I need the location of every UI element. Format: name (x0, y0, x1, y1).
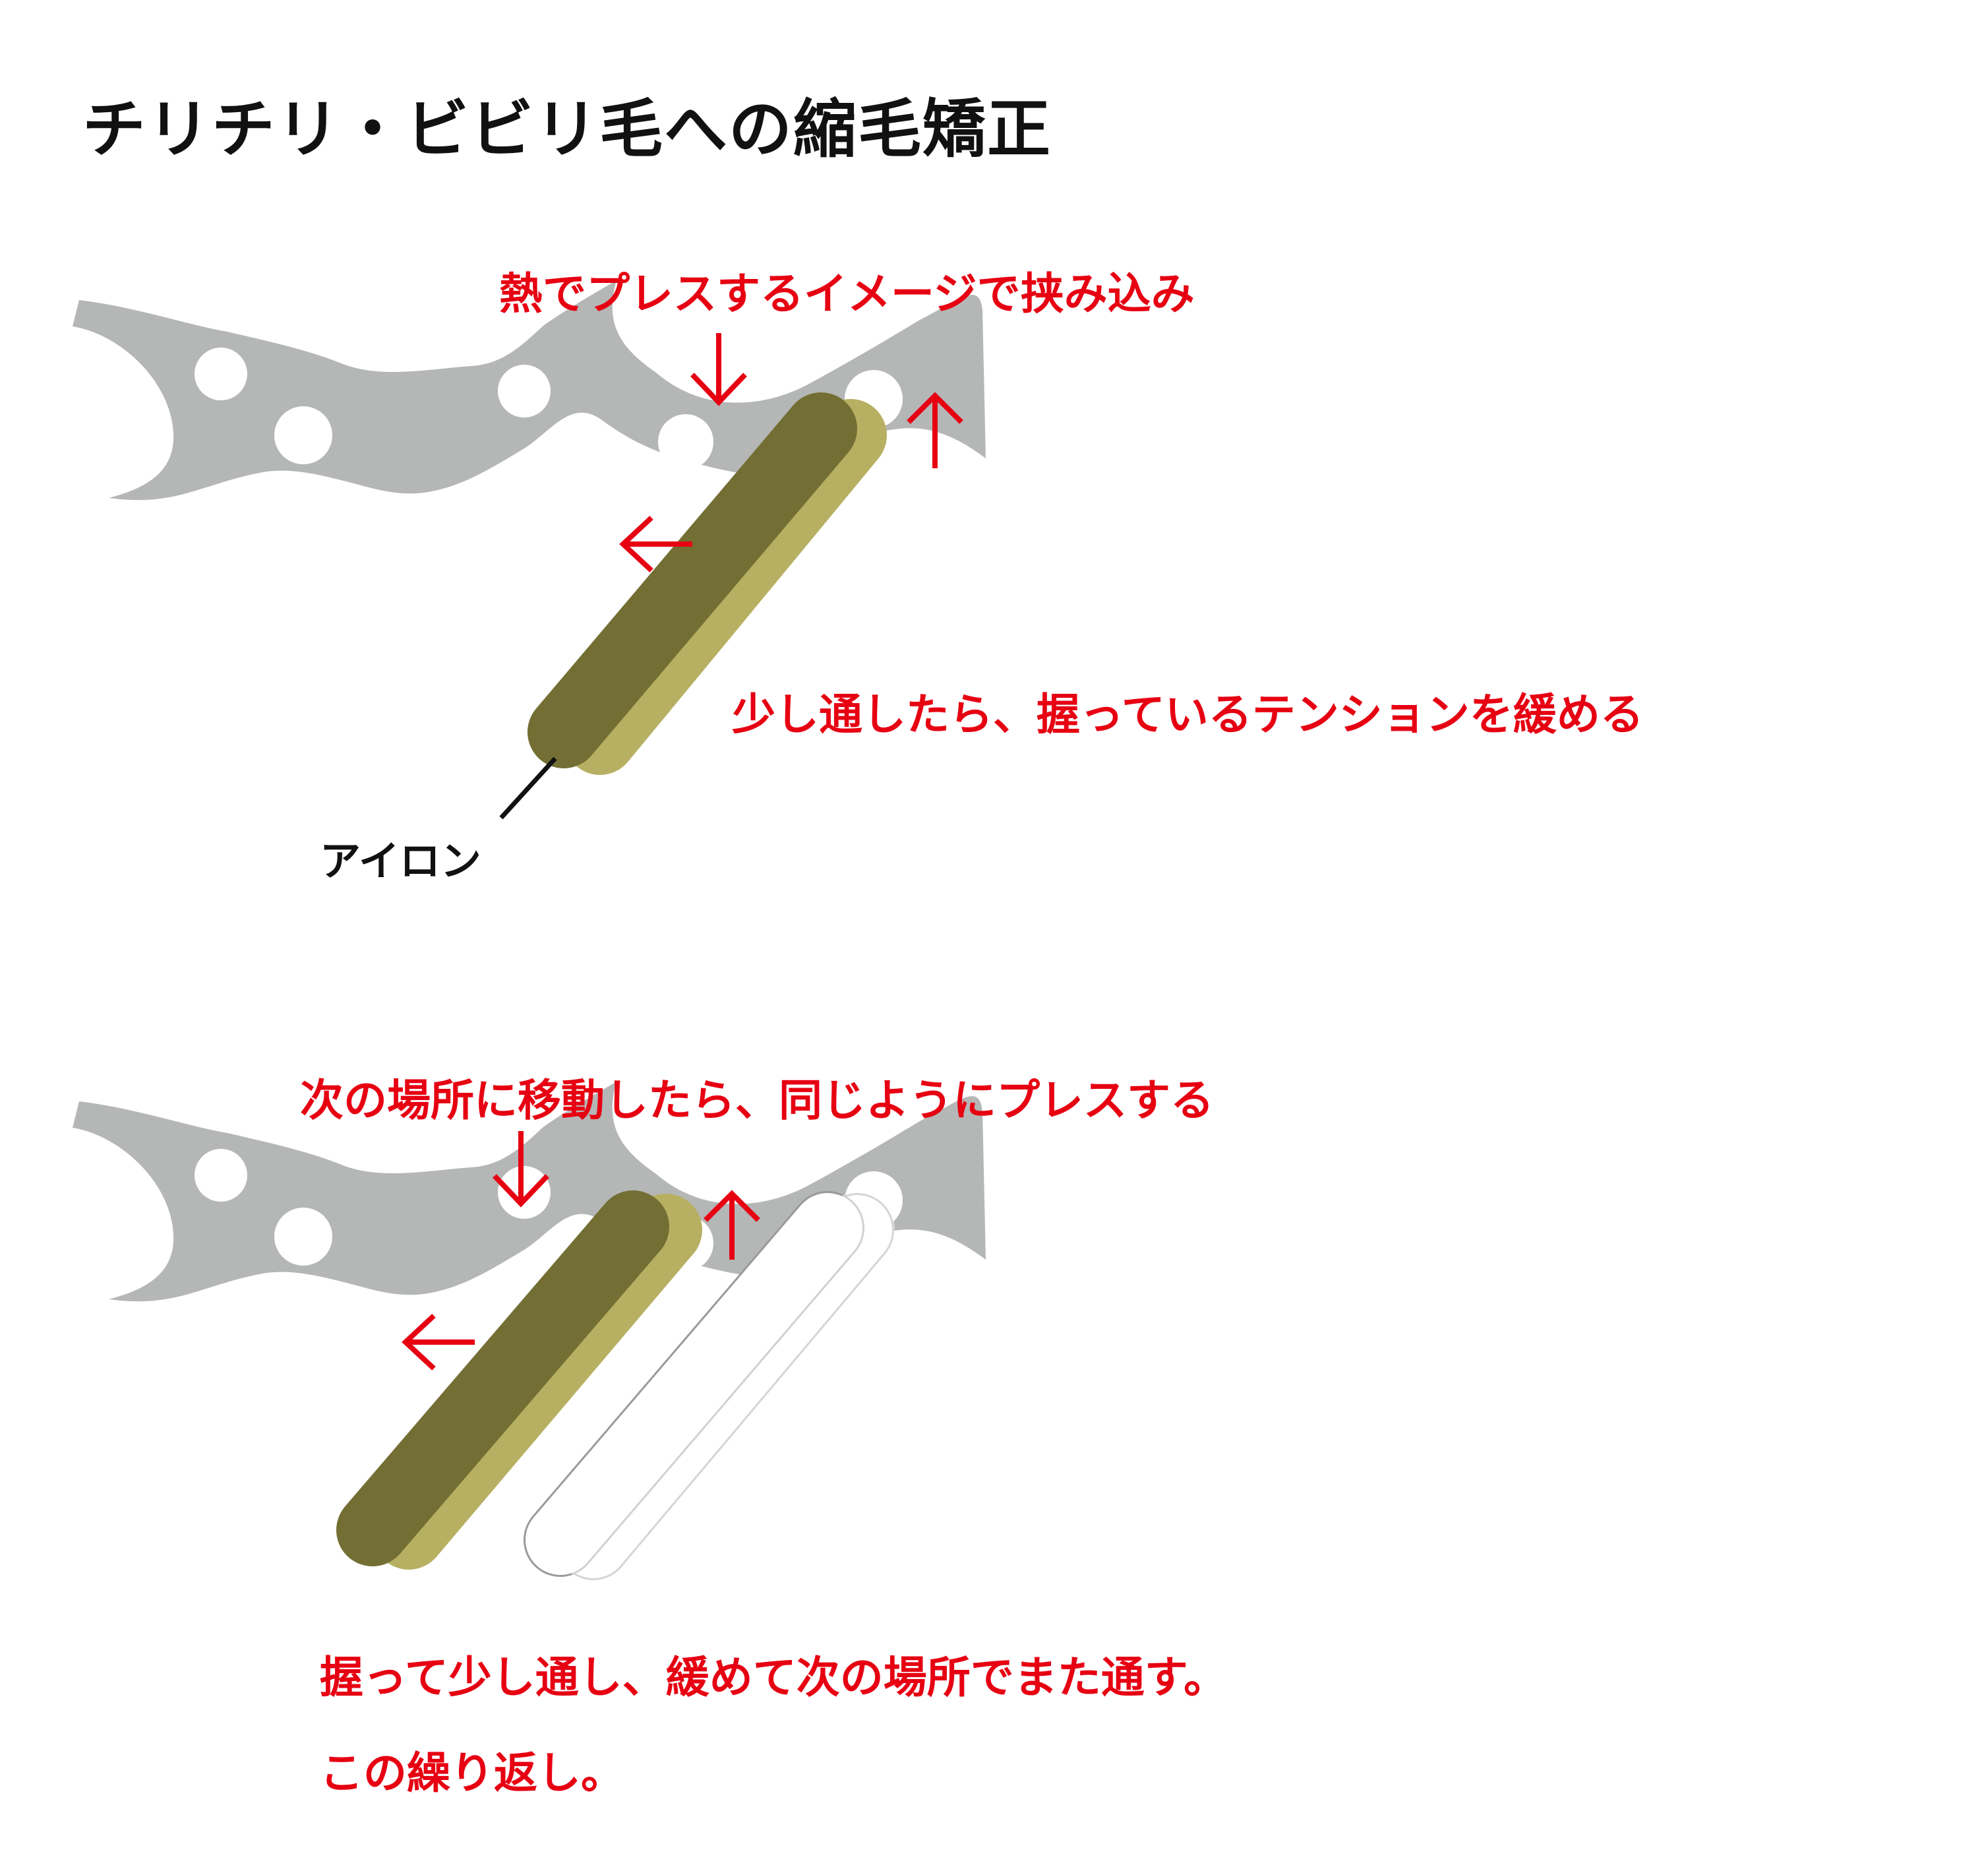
page-title: チリチリ・ビビリ毛への縮毛矯正 (82, 92, 1052, 166)
iron-plate-front-1 (527, 392, 857, 768)
arrow-left-icon (402, 1314, 475, 1370)
step1-top-caption: 熱でプレスするイメージで挟み込み (499, 268, 1195, 319)
arrow-down-icon (690, 333, 747, 406)
step1-side-caption: 少し通したら、握っているテンションを緩める (732, 689, 1644, 740)
iron-leader-line (499, 756, 557, 820)
arrow-down-icon (493, 1131, 549, 1208)
iron-plate-front-2 (336, 1190, 669, 1566)
iron-label: アイロン (320, 837, 481, 885)
summary-line-2: この繰り返し。 (320, 1748, 624, 1798)
step2-top-caption: 次の場所に移動したら、同じようにプレスする (300, 1075, 1214, 1126)
arrow-up-icon (907, 392, 963, 468)
arrow-left-icon (619, 516, 692, 572)
summary-line-1: 握って少し通し、緩めて次の場所でまた通す。 (320, 1652, 1228, 1703)
arrow-up-icon (704, 1190, 760, 1260)
